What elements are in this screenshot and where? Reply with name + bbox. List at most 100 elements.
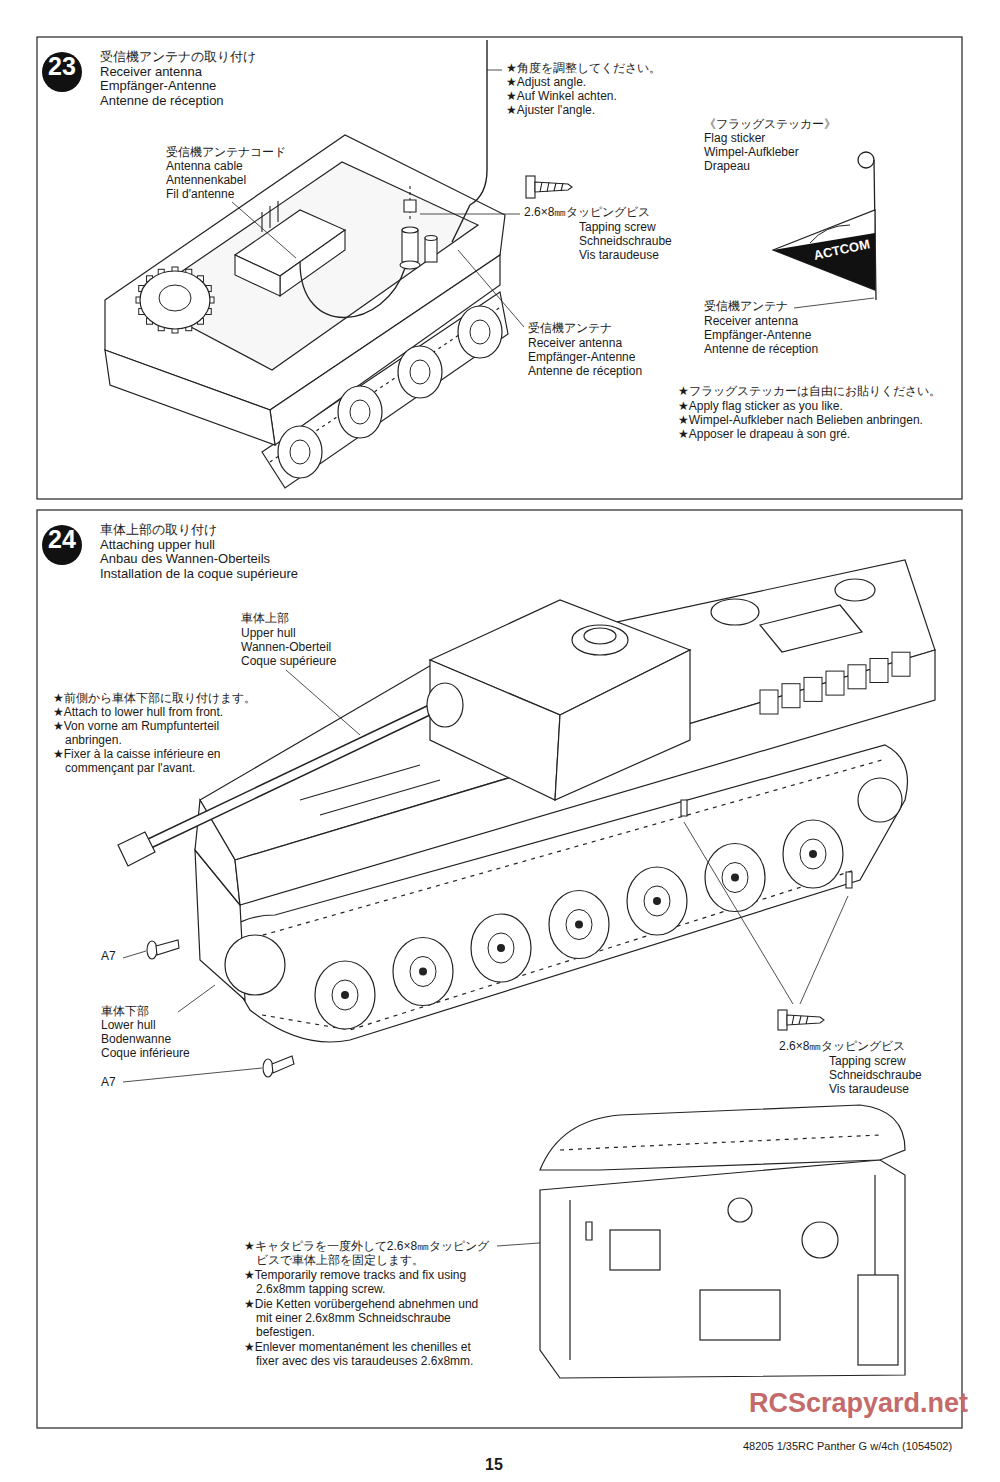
part-label: fixer avec des vis taraudeuses 2.6x8mm. [255,1355,474,1369]
turret [430,660,560,800]
road-wheel [278,306,502,478]
part-label: Upper hull [240,627,297,641]
part-label: anbringen. [64,734,123,748]
road-wheel [338,386,382,438]
part-label: ★Temporarily remove tracks and fix using [243,1269,467,1283]
spare-track [760,690,778,714]
tapping-screw [792,1015,808,1025]
part-label: ★Apposer le drapeau à son gré. [677,428,851,442]
part-label: ★Auf Winkel achten. [505,90,618,104]
road-wheel [341,991,349,999]
turret [572,625,628,655]
hull-tub [105,135,505,445]
rear-view-inset [560,1135,880,1150]
receiver-antenna [458,250,524,327]
receiver-box [280,230,345,296]
road-wheel [783,820,843,888]
flag-antenna [794,298,874,308]
road-wheel [809,850,817,858]
receiver-box [235,201,345,296]
antenna-post [402,227,418,233]
part-label: 2.6×8㎜タッピングビス [778,1040,906,1054]
tapping-screw [787,1015,824,1025]
leader-line [286,670,360,735]
rear-view-inset [586,1222,592,1240]
step-heading: Anbau des Wannen-Oberteils [100,552,270,567]
part-label: ★キャタピラを一度外して2.6×8㎜タッピング [243,1240,490,1254]
spare-track [826,671,844,695]
antenna-cable [232,202,405,318]
road-wheel [644,886,670,916]
step-heading: Empfänger-Antenne [100,79,216,94]
road-wheel [800,839,826,869]
page-number: 15 [484,1456,504,1474]
tapping-screw [535,182,572,192]
panel-frame [37,37,962,499]
flag-shape [810,225,850,243]
hull-tub [105,135,505,410]
part-label: Tapping screw [578,221,657,235]
step-badge: 24車体上部の取り付けAttaching upper hullAnbau des… [42,523,303,586]
a7-pin [147,941,157,959]
part-label: Flag sticker [703,132,766,146]
part-label: befestigen. [255,1326,316,1340]
part-label: Lower hull [100,1019,157,1033]
receiver-antenna [487,70,502,71]
motor-gear [136,267,214,333]
road-wheel [332,980,358,1010]
gun [118,832,155,866]
part-label: ★Fixer à la caisse inférieure en [52,748,222,762]
step-heading: Receiver antenna [100,65,202,80]
part-label: Wannen-Oberteil [240,641,332,655]
road-wheel [566,910,592,940]
part-label: 受信機アンテナコード [165,146,287,160]
road-wheel [278,426,322,478]
leader-line [178,985,215,1012]
leader-line [123,1068,262,1082]
antenna-post [425,238,437,262]
panel-frame [37,510,962,1428]
part-label: 受信機アンテナ [703,300,789,314]
gun [427,683,463,727]
step-badge: 23受信機アンテナの取り付けReceiver antennaEmpfänger-… [42,50,260,113]
step-heading: Attaching upper hull [100,538,215,553]
road-wheel [497,944,505,952]
flag-sticker: ACTCOM [770,205,878,295]
watermark: RCScrapyard.net [748,1388,969,1419]
spare-track [760,652,910,714]
part-label: ★前側から車体下部に取り付けます。 [52,692,257,706]
receiver-antenna [452,40,487,242]
tapping-screw [420,214,520,215]
antenna-post [402,230,418,262]
part-label: Schneidschraube [828,1069,923,1083]
rear-view-inset [700,1290,780,1340]
part-label: Antenne de réception [703,343,819,357]
part-label: 《フラッグステッカー》 [703,118,837,132]
rear-view-inset [802,1222,838,1258]
part-label: Drapeau [703,160,751,174]
flag-antenna [858,152,874,168]
antenna-post [400,186,437,269]
footer-code: 48205 1/35RC Panther G w/4ch (1054502) [742,1440,953,1453]
road-wheel [653,897,661,905]
road-wheel [419,968,427,976]
road-wheel [315,961,375,1029]
step-heading: 車体上部の取り付け [100,523,217,538]
upper-hull [760,605,862,652]
motor-gear [140,271,210,329]
part-label: Coque supérieure [240,655,337,669]
part-label: 車体上部 [240,612,290,626]
part-label: Receiver antenna [703,315,799,329]
part-label: ★Adjust angle. [505,76,587,90]
road-wheel [731,874,739,882]
road-wheel [393,938,453,1006]
part-label: ★Attach to lower hull from front. [52,706,224,720]
step-heading: Installation de la coque supérieure [100,567,298,582]
part-label: Vis taraudeuse [828,1083,910,1097]
part-label: Bodenwanne [100,1033,172,1047]
road-wheel [410,360,430,384]
part-label: 2.6x8mm tapping screw. [255,1283,386,1297]
antenna-cable [300,262,405,318]
antenna-post [404,200,416,212]
road-wheel [225,935,285,995]
